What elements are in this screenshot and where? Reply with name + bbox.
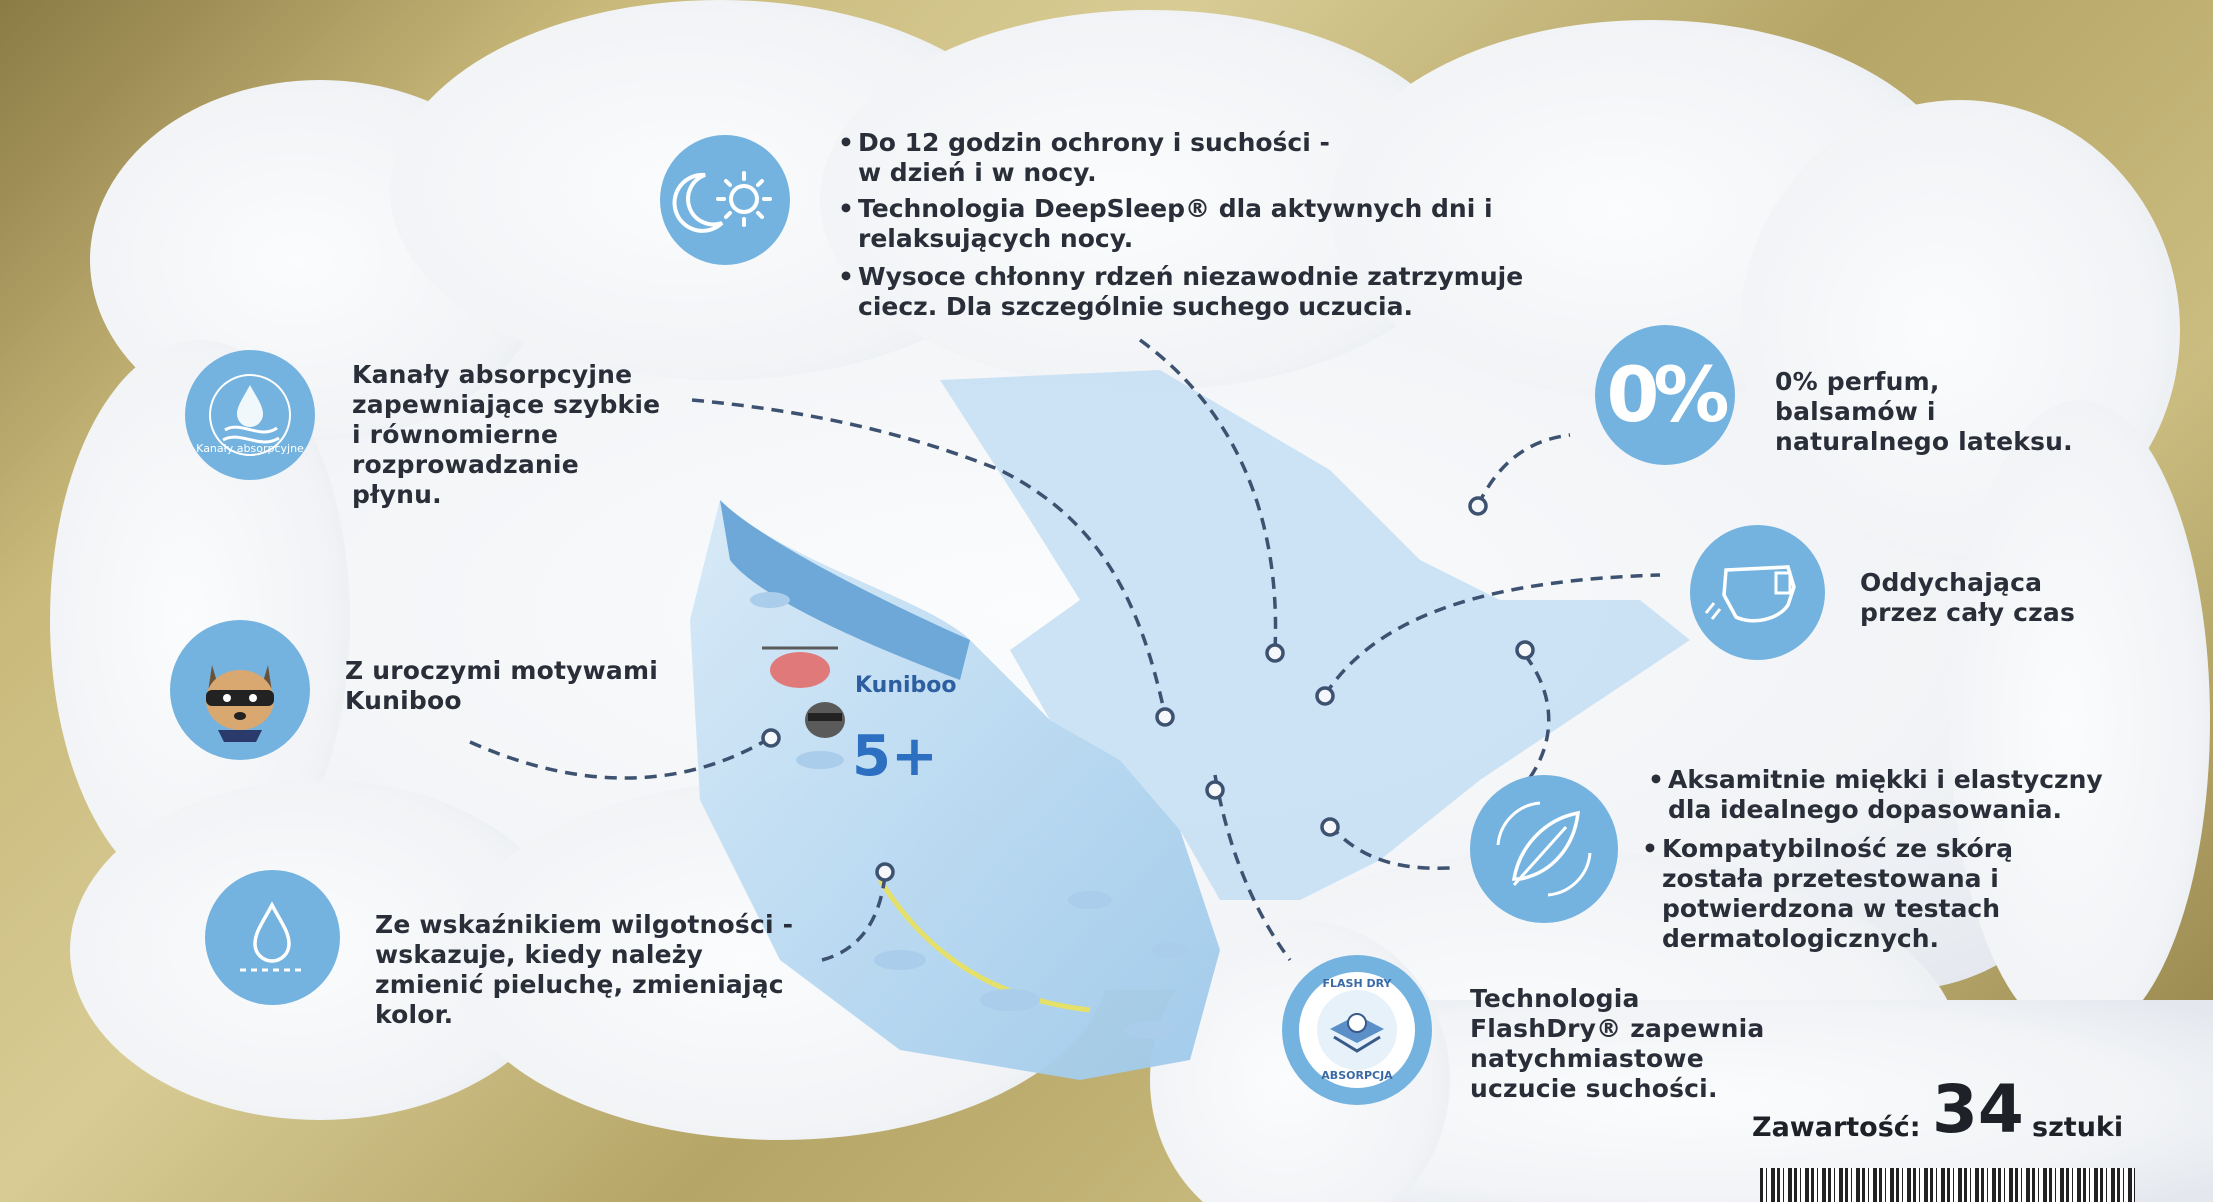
- connector-soft: [1328, 823, 1451, 870]
- diaper-size: 5+: [852, 724, 938, 789]
- raccoon-motif-icon: [170, 620, 310, 760]
- motifs-text: Z uroczymi motywami Kuniboo: [345, 656, 658, 715]
- contents-row: Zawartość: 34 sztuki: [1752, 1074, 2132, 1148]
- zero-percent-icon-text: 0%: [1606, 350, 1729, 439]
- soft-bullet-1: •Aksamitnie miękki i elastyczny dla idea…: [1648, 765, 2103, 824]
- breathable-diaper-icon: [1690, 525, 1825, 660]
- connector-zero: [1476, 433, 1571, 506]
- contents-unit: sztuki: [2032, 1112, 2124, 1143]
- wetness-indicator-text: Ze wskaźnikiem wilgotności - wskazuje, k…: [375, 910, 794, 1029]
- contents-label: Zawartość:: [1752, 1112, 1921, 1143]
- breathable-text: Oddychająca przez cały czas: [1860, 568, 2076, 627]
- absorption-channels-icon: Kanały absorpcyjne: [185, 350, 315, 480]
- connector-endpoints: [761, 496, 1535, 882]
- day-night-bullet-3: •Wysoce chłonny rdzeń niezawodnie zatrzy…: [838, 262, 1524, 321]
- diaper-brand: Kuniboo: [855, 673, 957, 698]
- connector-lines: [469, 338, 1661, 962]
- helicopter-drawing: [762, 646, 838, 688]
- zero-percent-text: 0% perfum, balsamów i naturalnego lateks…: [1775, 367, 2073, 456]
- absorption-channels-icon-label: Kanały absorpcyjne: [196, 442, 304, 455]
- flashdry-text: Technologia FlashDry® zapewnia natychmia…: [1470, 984, 1765, 1103]
- connector-flashdry-2: [1213, 774, 1292, 962]
- soft-feather-icon: [1470, 775, 1618, 923]
- raccoon-drawing: [805, 702, 845, 738]
- connector-breathable: [1323, 573, 1661, 696]
- day-night-icon: [660, 135, 790, 265]
- barcode: [1760, 1168, 2135, 1202]
- flashdry-icon-bottom: ABSORPCJA: [1321, 1069, 1393, 1082]
- flashdry-icon-top: FLASH DRY: [1322, 977, 1392, 990]
- day-night-bullet-2: •Technologia DeepSleep® dla aktywnych dn…: [838, 194, 1493, 253]
- day-night-bullet-1: •Do 12 godzin ochrony i suchości - w dzi…: [838, 128, 1330, 187]
- absorption-channels-text: Kanały absorpcyjne zapewniające szybkie …: [352, 360, 661, 509]
- zero-percent-icon: 0%: [1595, 325, 1735, 465]
- connector-channels: [691, 398, 1167, 716]
- wetness-drop-icon: [205, 870, 340, 1005]
- connector-daynight: [1138, 338, 1278, 651]
- contents-count: 34: [1932, 1071, 2024, 1148]
- diaper-illustration: [690, 370, 1690, 1080]
- flashdry-absorption-icon: FLASH DRY ABSORPCJA: [1282, 955, 1432, 1105]
- soft-bullet-2: •Kompatybilność ze skórą została przetes…: [1642, 834, 2014, 953]
